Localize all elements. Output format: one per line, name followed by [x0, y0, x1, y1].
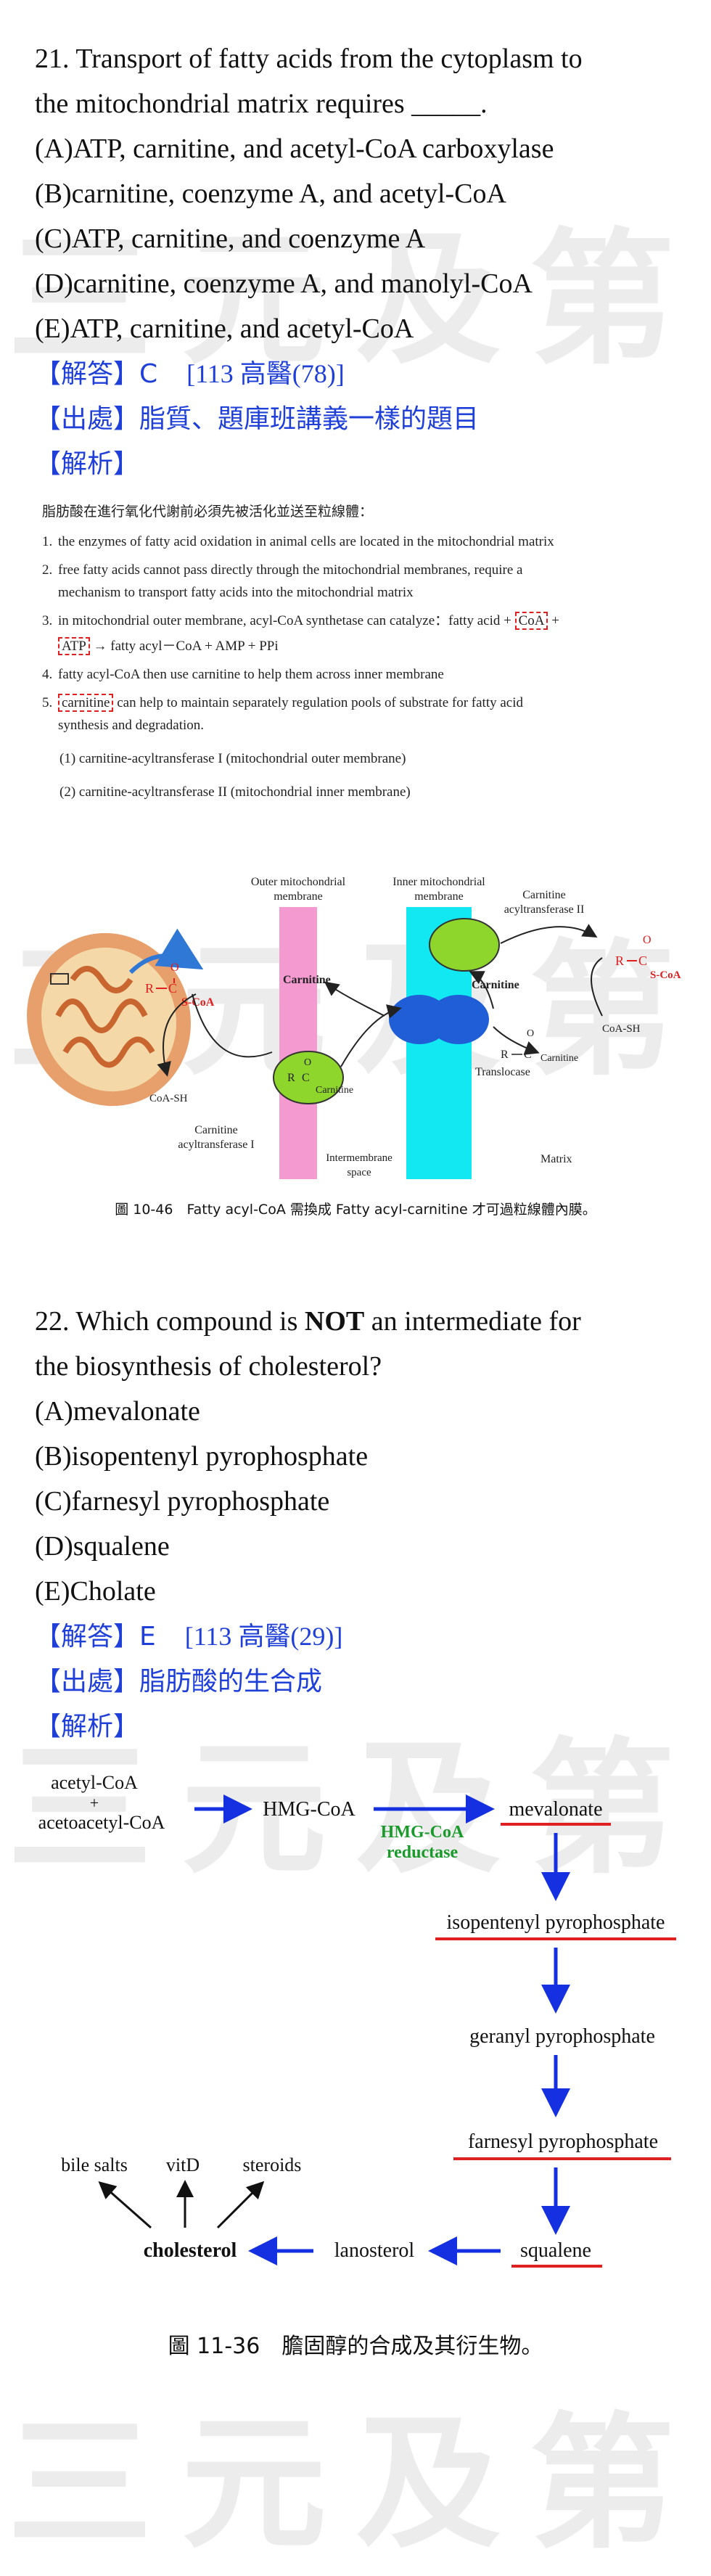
fig1-heading: 脂肪酸在進行氧化代謝前必須先被活化並送至粒線體：: [42, 504, 374, 520]
note-item: mechanism to transport fatty acids into …: [58, 585, 414, 600]
acetyl-coa: acetyl-CoA: [51, 1772, 138, 1793]
label-cat1: Carnitine: [194, 1124, 238, 1136]
steroids: steroids: [243, 2154, 302, 2175]
lanosterol: lanosterol: [334, 2239, 415, 2262]
cat1-enzyme: [273, 1051, 344, 1104]
acetoacetyl-coa: acetoacetyl-CoA: [38, 1812, 165, 1833]
option-c: (C)farnesyl pyrophosphate: [35, 1486, 330, 1517]
source-line: 【出處】脂質、題庫班講義一樣的題目: [35, 404, 480, 434]
label-r: R: [501, 1049, 509, 1061]
isopentenyl-pyrophosphate: isopentenyl pyrophosphate: [447, 1911, 665, 1934]
label-r: R: [615, 953, 624, 968]
note-subitem: (1) carnitine-acyltransferase I (mitocho…: [59, 751, 406, 766]
carnitine-highlight: carnitine: [58, 694, 114, 712]
label-matrix: Matrix: [541, 1153, 572, 1165]
answer-reference: [113 高醫(29)]: [184, 1622, 343, 1651]
answer-label: 【解答】C: [35, 359, 158, 389]
mitochondrion-illustration: [27, 928, 204, 1107]
label-c: C: [638, 953, 647, 968]
analysis-label: 【解析】: [35, 1712, 140, 1742]
label-coash: CoA-SH: [602, 1023, 641, 1035]
option-b: (B)isopentenyl pyrophosphate: [35, 1441, 369, 1472]
fig1-notes: 脂肪酸在進行氧化代謝前必須先被活化並送至粒線體： 1.the enzymes o…: [42, 501, 681, 809]
cholesterol: cholesterol: [144, 2239, 237, 2262]
fig2-caption: 圖 11-36 膽固醇的合成及其衍生物。: [168, 2334, 543, 2359]
fig1-caption: 圖 10-46 Fatty acyl-CoA 需換成 Fatty acyl-ca…: [115, 1202, 596, 1218]
label-intermembrane: Intermembrane: [326, 1152, 393, 1164]
question-21-text: the mitochondrial matrix requires _____.: [35, 89, 488, 119]
label-o: O: [527, 1028, 534, 1039]
option-c: (C)ATP, carnitine, and coenzyme A: [35, 223, 426, 254]
note-item: ATP → fatty acyl－CoA + AMP + PPi: [42, 635, 681, 657]
answer-label: 【解答】E: [35, 1622, 156, 1652]
label-inner-membrane: membrane: [414, 890, 464, 903]
question-21: 21. Transport of fatty acids from the cy…: [35, 36, 688, 487]
answer-line: 【解答】E [113 高醫(29)]: [35, 1614, 688, 1660]
label-c: C: [168, 981, 177, 996]
note-item: 3.in mitochondrial outer membrane, acyl-…: [42, 612, 559, 630]
source-line: 【出處】脂肪酸的生合成: [35, 1667, 323, 1697]
label-scoa: S-CoA: [650, 969, 681, 981]
label-inner-membrane: Inner mitochondrial: [393, 876, 485, 888]
note-subitem: (2) carnitine-acyltransferase II (mitoch…: [59, 784, 411, 800]
cholesterol-pathway-diagram: acetyl-CoA + acetoacetyl-CoA HMG-CoA HMG…: [38, 1772, 676, 2268]
option-a: (A)mevalonate: [35, 1396, 200, 1427]
label-translocase: Translocase: [475, 1066, 530, 1078]
plus-sign: +: [90, 1794, 99, 1812]
label-carnitine: Carnitine: [472, 979, 519, 991]
bile-salts: bile salts: [61, 2154, 128, 2175]
note-item: 1.the enzymes of fatty acid oxidation in…: [42, 534, 554, 549]
outer-membrane: [279, 907, 317, 1179]
vitd: vitD: [166, 2154, 200, 2175]
atp-highlight: ATP: [58, 637, 90, 655]
option-a: (A)ATP, carnitine, and acetyl-CoA carbox…: [35, 134, 554, 164]
note-item: 4.fatty acyl-CoA then use carnitine to h…: [42, 667, 444, 682]
label-cat2: Carnitine: [522, 889, 566, 901]
label-outer-membrane: Outer mitochondrial: [251, 876, 346, 888]
option-e: (E)ATP, carnitine, and acetyl-CoA: [35, 313, 414, 344]
label-cat1: acyltransferase I: [178, 1139, 254, 1151]
label-carnitine: Carnitine: [316, 1085, 353, 1096]
option-e: (E)Cholate: [35, 1576, 156, 1607]
note-item: 5.carnitine can help to maintain separat…: [42, 694, 524, 712]
analysis-label: 【解析】: [35, 449, 140, 479]
label-cat2: acyltransferase II: [504, 903, 585, 916]
note-item: synthesis and degradation.: [58, 718, 205, 733]
label-intermembrane: space: [347, 1167, 371, 1178]
label-r: R: [145, 981, 154, 996]
answer-reference: [113 高醫(78)]: [186, 359, 345, 388]
translocase: [428, 995, 489, 1044]
farnesyl-pyrophosphate: farnesyl pyrophosphate: [468, 2130, 658, 2153]
label-o: O: [304, 1057, 311, 1068]
cat2-enzyme: [429, 918, 500, 972]
enzyme-hmg-coa-reductase: reductase: [387, 1843, 459, 1862]
coa-highlight: CoA: [514, 612, 548, 630]
carnitine-shuttle-diagram: Outer mitochondrial membrane Inner mitoc…: [27, 876, 681, 1179]
option-b: (B)carnitine, coenzyme A, and acetyl-CoA: [35, 179, 506, 209]
option-d: (D)squalene: [35, 1531, 170, 1562]
label-carnitine: Carnitine: [283, 974, 331, 986]
hmg-coa: HMG-CoA: [263, 1798, 356, 1821]
label-scoa: S-CoA: [181, 996, 215, 1009]
answer-line: 【解答】C [113 高醫(78)]: [35, 351, 688, 397]
option-d: (D)carnitine, coenzyme A, and manolyl-Co…: [35, 268, 533, 299]
note-item: 2.free fatty acids cannot pass directly …: [42, 562, 523, 578]
label-carnitine: Carnitine: [541, 1053, 578, 1064]
label-coash: CoA-SH: [149, 1093, 188, 1104]
watermark: 三元及第: [7, 2400, 704, 2569]
label-o: O: [170, 961, 179, 974]
label-r: R: [287, 1072, 295, 1084]
label-outer-membrane: membrane: [274, 890, 323, 903]
geranyl-pyrophosphate: geranyl pyrophosphate: [469, 2025, 655, 2048]
question-22: 22. Which compound is NOT an intermediat…: [35, 1299, 688, 1750]
enzyme-hmg-coa-reductase: HMG-CoA: [381, 1823, 464, 1842]
label-o: O: [643, 934, 652, 946]
mevalonate: mevalonate: [509, 1798, 602, 1821]
label-c: C: [302, 1072, 310, 1084]
question-21-text: 21. Transport of fatty acids from the cy…: [35, 44, 583, 74]
squalene: squalene: [520, 2239, 591, 2262]
question-22-text: the biosynthesis of cholesterol?: [35, 1351, 382, 1382]
question-22-text: 22. Which compound is NOT an intermediat…: [35, 1306, 581, 1337]
